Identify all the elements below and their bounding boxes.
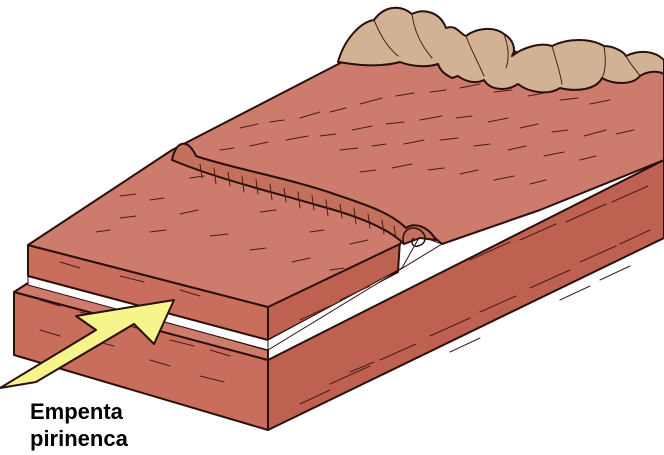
label-line-2: pirinenca [30, 426, 129, 451]
label-line-1: Empenta [30, 399, 124, 424]
